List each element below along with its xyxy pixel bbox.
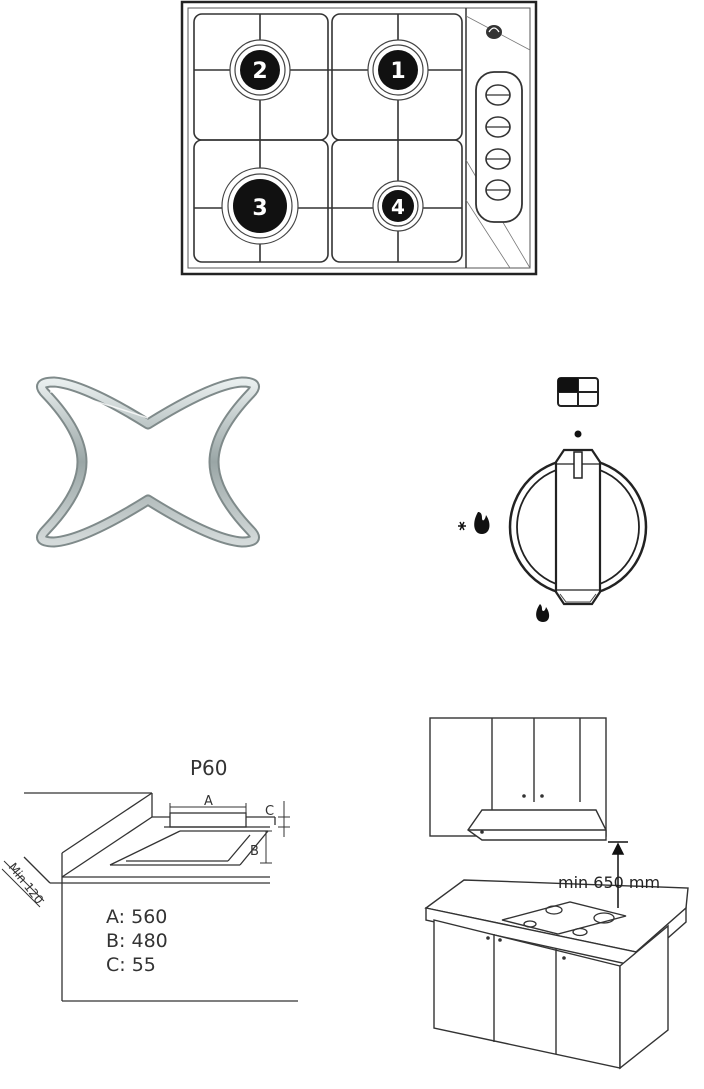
knob-4 xyxy=(486,180,510,200)
brand-logo-icon xyxy=(486,25,502,39)
installation-drawing: min 650 mm xyxy=(420,712,695,1084)
knob-diagram xyxy=(440,372,660,632)
cutout-diagram: P60 xyxy=(0,745,310,1010)
label-a: A xyxy=(204,794,213,809)
hob-drawing: 2 1 3 4 xyxy=(180,0,540,280)
dimension-c-value: C: 55 xyxy=(106,954,156,976)
burner-2: 2 xyxy=(230,40,290,100)
dimension-b xyxy=(260,831,272,863)
off-position-dot-icon xyxy=(575,431,582,438)
cooker-hood xyxy=(468,810,606,840)
wok-stand-image xyxy=(24,372,272,552)
min-flame-icon xyxy=(536,604,549,622)
dimension-a-value: A: 560 xyxy=(106,906,167,928)
burner-1: 1 xyxy=(368,40,428,100)
burner-number: 4 xyxy=(391,195,405,219)
cutout-title: P60 xyxy=(190,756,228,780)
burner-number: 3 xyxy=(252,196,267,221)
hob-top-view: 2 1 3 4 xyxy=(180,0,540,280)
burner-3: 3 xyxy=(222,168,298,244)
knob-pointer xyxy=(574,452,582,478)
label-c: C xyxy=(265,804,274,819)
cutout-drawing: P60 xyxy=(0,745,310,1010)
burner-number: 2 xyxy=(252,59,267,84)
knob-2 xyxy=(486,117,510,137)
dimension-c xyxy=(278,801,290,837)
knob-1 xyxy=(486,85,510,105)
knob-drawing xyxy=(440,372,660,632)
installation-diagram: min 650 mm xyxy=(420,712,695,1084)
burner-position-indicator-icon xyxy=(558,378,598,406)
label-b: B xyxy=(250,844,259,859)
clearance-label: min 650 mm xyxy=(558,873,660,892)
burner-number: 1 xyxy=(390,59,405,84)
wok-stand-icon xyxy=(24,372,272,552)
dimension-b-value: B: 480 xyxy=(106,930,168,952)
burner-4: 4 xyxy=(373,181,423,231)
max-flame-icon xyxy=(458,512,489,534)
worktop-outline xyxy=(24,793,298,1001)
knob-3 xyxy=(486,149,510,169)
min-distance-label: Min 120 xyxy=(6,860,47,906)
